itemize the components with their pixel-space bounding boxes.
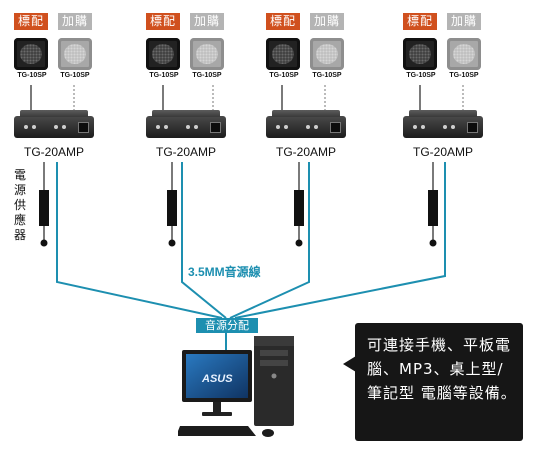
power-adapter <box>39 190 49 226</box>
unit-3-wires <box>281 85 326 247</box>
power-plug <box>295 239 303 247</box>
amplifier <box>403 110 483 138</box>
speaker-standard <box>403 38 437 70</box>
badge-standard: 標配 <box>14 13 49 30</box>
badge-standard: 標配 <box>403 13 438 30</box>
unit-4-wires <box>419 85 464 247</box>
speaker-unit-4: 標配 加購 TG-10SP TG-10SP TG-20AMP <box>403 0 503 160</box>
desktop-pc-illustration: ASUS <box>178 336 294 437</box>
power-plug <box>168 239 176 247</box>
power-adapter <box>428 190 438 226</box>
speaker-model-standard: TG-10SP <box>269 72 299 79</box>
speaker-model-standard: TG-10SP <box>406 72 436 79</box>
badge-addon: 加購 <box>190 13 225 30</box>
unit-1-wires <box>30 85 75 247</box>
audio-cable-3 <box>229 162 310 319</box>
speaker-unit-3: 標配 加購 TG-10SP TG-10SP TG-20AMP <box>266 0 366 160</box>
power-adapter <box>294 190 304 226</box>
power-plug <box>429 239 437 247</box>
audio-splitter-label: 音源分配 <box>196 318 258 333</box>
power-adapter <box>167 190 177 226</box>
badge-standard: 標配 <box>266 13 301 30</box>
speaker-standard <box>14 38 48 70</box>
amplifier-model-label: TG-20AMP <box>23 145 84 159</box>
callout-pointer <box>343 356 356 372</box>
power-plug <box>40 239 48 247</box>
audio-cable-label: 3.5MM音源線 <box>188 265 261 279</box>
speaker-model-addon: TG-10SP <box>60 72 90 79</box>
callout-box: 可連接手機、平板電腦、MP3、桌上型/筆記型 電腦等設備。 <box>355 323 523 441</box>
monitor-stand <box>202 412 232 416</box>
callout-text: 可連接手機、平板電腦、MP3、桌上型/筆記型 電腦等設備。 <box>367 336 517 402</box>
badge-standard: 標配 <box>146 13 181 30</box>
mouse <box>262 429 274 437</box>
pc-tower <box>254 336 294 426</box>
speaker-model-addon: TG-10SP <box>312 72 342 79</box>
amplifier <box>14 110 94 138</box>
speaker-unit-1: 標配 加購 TG-10SP TG-10SP TG-20AMP <box>14 0 114 160</box>
amplifier-model-label: TG-20AMP <box>412 145 473 159</box>
monitor-logo: ASUS <box>201 373 233 385</box>
speaker-model-addon: TG-10SP <box>449 72 479 79</box>
amplifier <box>146 110 226 138</box>
speaker-model-standard: TG-10SP <box>149 72 179 79</box>
speaker-model-addon: TG-10SP <box>192 72 222 79</box>
badge-addon: 加購 <box>58 13 93 30</box>
power-supply-label: 電源供應器 <box>13 168 26 242</box>
amplifier-model-label: TG-20AMP <box>275 145 336 159</box>
speaker-unit-2: 標配 加購 TG-10SP TG-10SP TG-20AMP <box>146 0 246 160</box>
speaker-addon <box>58 38 92 70</box>
speaker-model-standard: TG-10SP <box>17 72 47 79</box>
amplifier-model-label: TG-20AMP <box>155 145 216 159</box>
amplifier <box>266 110 346 138</box>
audio-cable-2 <box>181 162 227 319</box>
speaker-addon <box>190 38 224 70</box>
badge-addon: 加購 <box>310 13 345 30</box>
speaker-standard <box>266 38 300 70</box>
audio-cable-4 <box>234 162 446 319</box>
audio-cable-1 <box>56 162 223 319</box>
speaker-addon <box>447 38 481 70</box>
badge-addon: 加購 <box>447 13 482 30</box>
speaker-addon <box>310 38 344 70</box>
audio-cables <box>56 162 446 350</box>
unit-2-wires <box>162 85 214 247</box>
keyboard <box>178 426 256 436</box>
speaker-standard <box>146 38 180 70</box>
